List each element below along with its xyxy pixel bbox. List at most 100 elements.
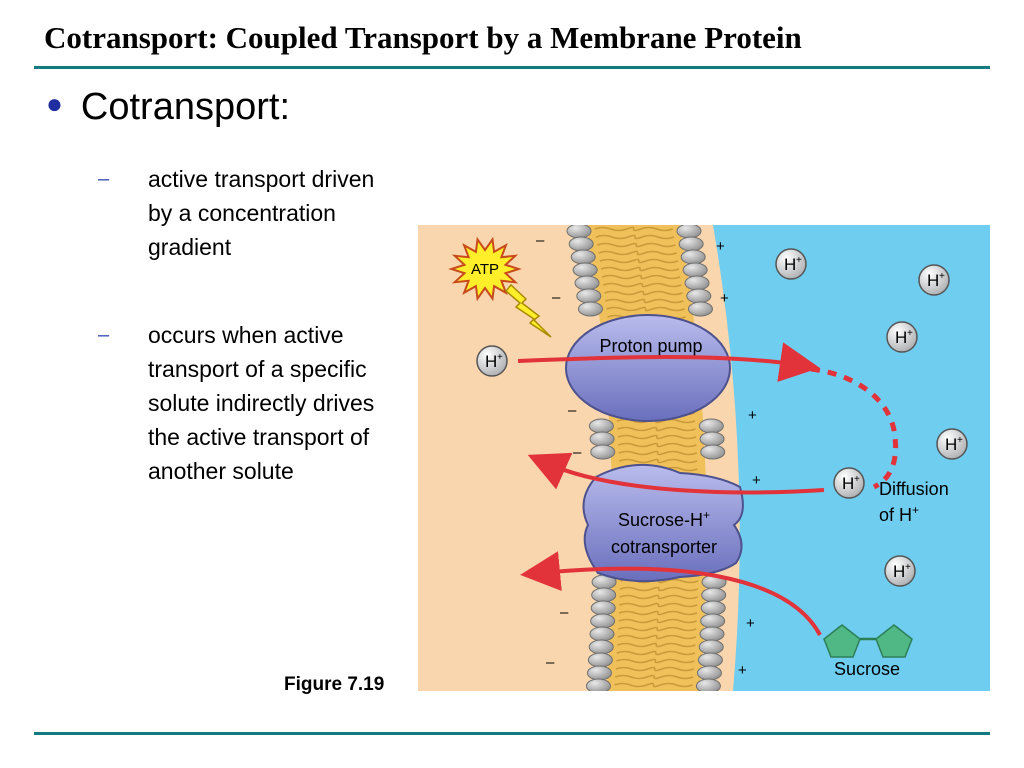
lipid-head — [680, 249, 706, 265]
proton-return-arrow — [527, 452, 825, 495]
sucrose-ring-right — [875, 624, 913, 658]
minus-sign: – — [568, 402, 577, 419]
lipid-head — [701, 587, 727, 603]
diffusion-dashed-path — [810, 366, 899, 490]
sucrose-ring-left — [823, 624, 861, 658]
lipid-head — [586, 665, 612, 681]
lipid-head — [700, 444, 726, 460]
lipid-head — [687, 301, 713, 317]
lipid-head — [588, 418, 614, 434]
lipid-head — [696, 665, 722, 681]
svg-text:H: H — [945, 435, 957, 454]
lipid-head — [698, 418, 724, 434]
svg-text:+: + — [854, 474, 860, 485]
plus-sign: + — [752, 472, 761, 489]
svg-text:+: + — [939, 271, 945, 282]
lipid-head — [574, 275, 600, 291]
proton-pump-protein — [565, 314, 731, 422]
cotransporter-label-2: cotransporter — [611, 537, 717, 557]
lipid-head — [684, 275, 710, 291]
diffusion-label-1: Diffusion — [879, 479, 949, 499]
proton-ion: H+ — [775, 248, 807, 280]
lipid-head — [700, 613, 726, 629]
bullet-dot-icon: ● — [46, 88, 63, 119]
svg-text:+: + — [497, 352, 503, 363]
svg-text:H: H — [927, 271, 939, 290]
sub-bullet-1: – active transport driven by a concentra… — [98, 162, 398, 264]
lipid-head — [566, 223, 592, 239]
cotransport-figure: Proton pump Sucrose-H+ cotransporter ATP… — [418, 223, 990, 694]
proton-pump-arrow — [517, 342, 820, 382]
lipid-head — [577, 301, 603, 317]
plus-sign: + — [746, 615, 755, 632]
diffusion-label-2: of H+ — [879, 503, 919, 525]
svg-text:H: H — [485, 352, 497, 371]
proton-ion: H+ — [476, 345, 508, 377]
plus-sign: + — [748, 407, 757, 424]
lipid-head — [682, 262, 708, 278]
lipid-head — [678, 236, 704, 252]
sub-bullet-text: active transport driven by a concentrati… — [148, 166, 375, 260]
proton-ion: H+ — [918, 264, 950, 296]
lipid-head — [589, 626, 615, 642]
dash-icon: – — [98, 324, 110, 346]
plus-sign: + — [738, 662, 747, 679]
lipid-head — [695, 678, 721, 694]
svg-text:H: H — [893, 562, 905, 581]
minus-sign: – — [546, 654, 555, 671]
lipid-head — [590, 613, 616, 629]
sucrose-arrow — [520, 551, 822, 636]
svg-text:+: + — [796, 255, 802, 266]
minus-sign: – — [560, 604, 569, 621]
extracellular-region — [713, 225, 990, 691]
lipid-head — [587, 652, 613, 668]
sub-bullet-text: occurs when active transport of a specif… — [148, 322, 375, 484]
minus-sign: – — [536, 232, 545, 249]
plus-sign: + — [720, 290, 729, 307]
lipid-head — [686, 288, 712, 304]
lipid-head — [572, 262, 598, 278]
lipid-head — [589, 431, 615, 447]
minus-sign: – — [552, 289, 561, 306]
lipid-head — [568, 236, 594, 252]
proton-ion: H+ — [884, 555, 916, 587]
footer-divider — [34, 732, 990, 735]
lipid-head — [698, 639, 724, 655]
cotransporter-protein — [582, 464, 744, 583]
dash-icon: – — [98, 168, 110, 190]
cotransporter-label-1: Sucrose-H+ — [618, 508, 710, 530]
lightning-bolt-icon — [504, 283, 552, 338]
slide-title: Cotransport: Coupled Transport by a Memb… — [44, 20, 802, 55]
lipid-head — [699, 431, 725, 447]
svg-text:H: H — [842, 474, 854, 493]
plus-sign: + — [716, 238, 725, 255]
main-bullet-text: Cotransport: — [80, 86, 291, 128]
minus-sign: – — [573, 444, 582, 461]
svg-text:H: H — [895, 328, 907, 347]
lipid-head — [588, 639, 614, 655]
title-divider — [34, 66, 990, 69]
svg-text:H: H — [784, 255, 796, 274]
lipid-head — [697, 652, 723, 668]
svg-text:+: + — [957, 435, 963, 446]
main-bullet: ● Cotransport: — [46, 86, 290, 129]
atp-starburst: ATP — [448, 236, 522, 302]
svg-text:+: + — [907, 328, 913, 339]
lipid-head — [676, 223, 702, 239]
svg-text:+: + — [905, 562, 911, 573]
lipid-head — [585, 678, 611, 694]
sub-bullet-2: – occurs when active transport of a spec… — [98, 318, 398, 488]
proton-ion: H+ — [936, 428, 968, 460]
proton-ion: H+ — [886, 321, 918, 353]
lipid-head — [576, 288, 602, 304]
atp-label: ATP — [471, 261, 499, 278]
lipid-head — [590, 444, 616, 460]
proton-pump-label: Proton pump — [599, 336, 702, 356]
proton-ion: H+ — [833, 467, 865, 499]
lipid-head — [570, 249, 596, 265]
lipid-head — [699, 626, 725, 642]
lipid-head — [591, 587, 617, 603]
sucrose-label: Sucrose — [834, 659, 900, 679]
lipid-head — [700, 600, 726, 616]
lipid-head — [590, 600, 616, 616]
